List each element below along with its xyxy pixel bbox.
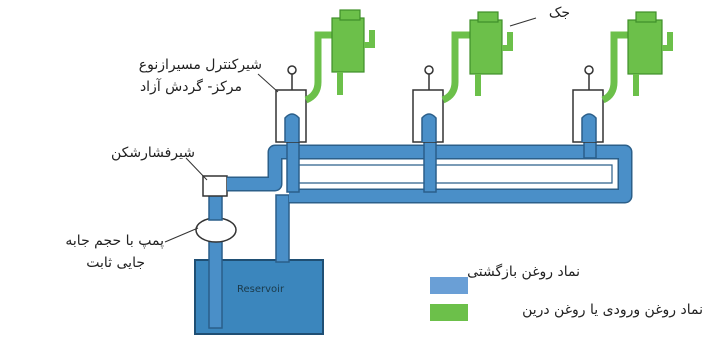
control-valve-2 bbox=[412, 65, 444, 143]
control-valve-label-line2: مرکز- گردش آزاد bbox=[139, 79, 242, 95]
pump-label-line2: جایی ثابت bbox=[86, 255, 145, 271]
jack-2 bbox=[441, 11, 513, 104]
pump-symbol bbox=[195, 217, 237, 243]
control-valve-label-line1: شیرکنترل مسیرازنوع bbox=[138, 57, 262, 73]
legend-supply-swatch bbox=[430, 304, 468, 321]
jack-3 bbox=[601, 11, 673, 104]
legend-return-swatch bbox=[430, 277, 468, 294]
legend-return-label: نماد روغن بازگشتی bbox=[467, 264, 580, 280]
return-pipe-to-tank bbox=[275, 194, 290, 263]
pump-outlet-pipe bbox=[208, 193, 223, 221]
control-valve-3 bbox=[572, 65, 604, 143]
manifold-loop bbox=[227, 144, 633, 204]
control-valve-1 bbox=[275, 65, 307, 143]
legend-supply-label: نماد روغن ورودی یا روغن درین bbox=[522, 302, 703, 318]
jack-1 bbox=[304, 9, 375, 104]
leader-lines bbox=[164, 17, 537, 243]
reservoir-label: Reservoir bbox=[237, 284, 285, 295]
pump-label-line1: پمپ با حجم جابه bbox=[65, 233, 164, 249]
relief-valve-label: شیرفشارشکن bbox=[110, 145, 195, 161]
jack-label: جک bbox=[548, 5, 570, 21]
suction-pipe bbox=[208, 237, 223, 329]
